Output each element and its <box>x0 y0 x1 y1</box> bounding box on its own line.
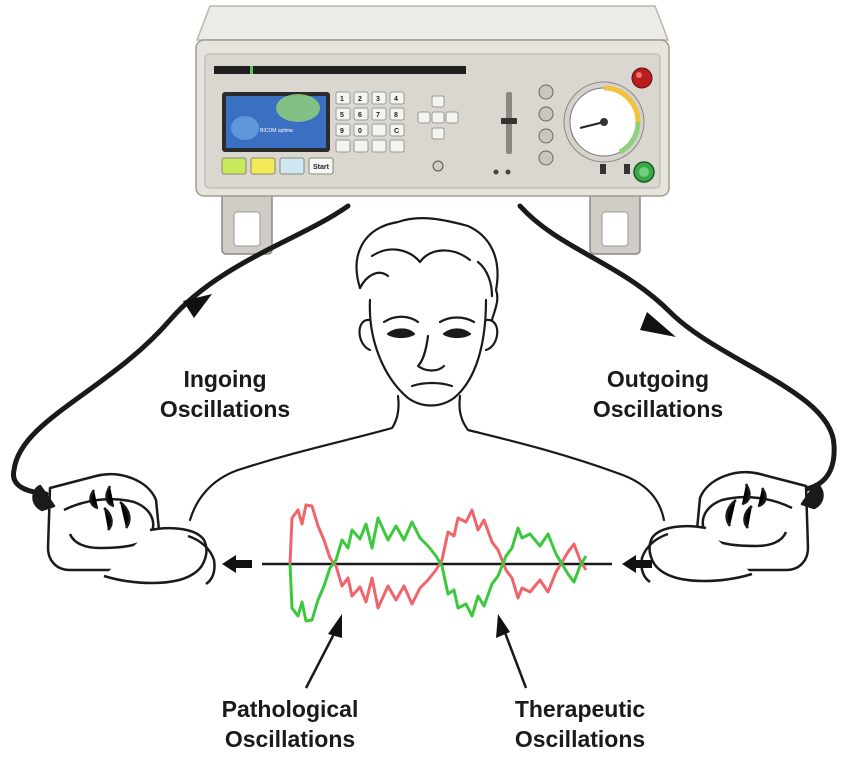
power-button[interactable] <box>633 161 655 183</box>
output-cable <box>517 203 837 493</box>
flow-arrow-right <box>622 555 652 573</box>
ingoing-oscillations-label: Ingoing Oscillations <box>150 364 300 424</box>
keypad-key-label: 0 <box>358 128 362 135</box>
therapy-device: BICOM optima Start 1 2 3 4 5 6 7 8 9 0 C <box>195 5 670 255</box>
outgoing-line-1: Outgoing <box>606 366 710 392</box>
keypad-key-label: C <box>394 128 399 135</box>
function-button-2[interactable] <box>250 157 276 175</box>
keypad-key-label: 1 <box>340 96 344 103</box>
device-keypad: 1 2 3 4 5 6 7 8 9 0 C <box>335 91 405 153</box>
pathological-oscillations-label: Pathological Oscillations <box>200 694 380 754</box>
screen-brand-text: BICOM optima <box>260 128 293 134</box>
keypad-key-label: 9 <box>340 128 344 135</box>
pathological-line-2: Oscillations <box>224 726 356 752</box>
pathological-line-1: Pathological <box>221 696 359 722</box>
pathological-wave <box>288 503 588 610</box>
start-button[interactable] <box>308 157 334 175</box>
keypad-key-label: 2 <box>358 96 362 103</box>
outgoing-line-2: Oscillations <box>592 396 724 422</box>
led-strip <box>214 66 466 74</box>
ingoing-arrow-head <box>183 294 212 318</box>
start-button-label: Start <box>313 164 330 171</box>
oscillation-waves <box>262 503 612 623</box>
patient-figure <box>188 217 666 522</box>
keypad-key-label: 4 <box>394 96 398 103</box>
left-hand-electrode <box>32 473 216 586</box>
function-button-3[interactable] <box>279 157 305 175</box>
keypad-key-label: 7 <box>376 112 380 119</box>
therapeutic-pointer-arrow <box>496 614 528 689</box>
flow-arrow-left <box>222 555 252 573</box>
outgoing-arrow-head <box>640 312 676 337</box>
power-indicator <box>631 67 653 89</box>
device-left-foot <box>221 191 273 255</box>
analog-gauge <box>563 81 645 163</box>
device-screen: BICOM optima <box>222 92 330 152</box>
keypad-key-label: 6 <box>358 112 362 119</box>
control-knobs[interactable] <box>538 84 554 166</box>
therapeutic-wave <box>288 516 588 623</box>
keypad-key-label: 3 <box>376 96 380 103</box>
keypad-key-label: 5 <box>340 112 344 119</box>
ingoing-line-1: Ingoing <box>183 366 267 392</box>
intensity-slider[interactable] <box>493 92 518 175</box>
therapeutic-line-1: Therapeutic <box>514 696 646 722</box>
ingoing-line-2: Oscillations <box>159 396 291 422</box>
right-hand-electrode <box>640 471 824 584</box>
therapeutic-line-2: Oscillations <box>514 726 646 752</box>
therapeutic-oscillations-label: Therapeutic Oscillations <box>490 694 670 754</box>
device-right-foot <box>589 191 641 255</box>
direction-pad[interactable] <box>417 95 459 172</box>
pathological-pointer-arrow <box>304 614 342 689</box>
keypad-key-label: 8 <box>394 112 398 119</box>
outgoing-oscillations-label: Outgoing Oscillations <box>578 364 738 424</box>
input-cable <box>11 203 351 497</box>
function-button-1[interactable] <box>221 157 247 175</box>
